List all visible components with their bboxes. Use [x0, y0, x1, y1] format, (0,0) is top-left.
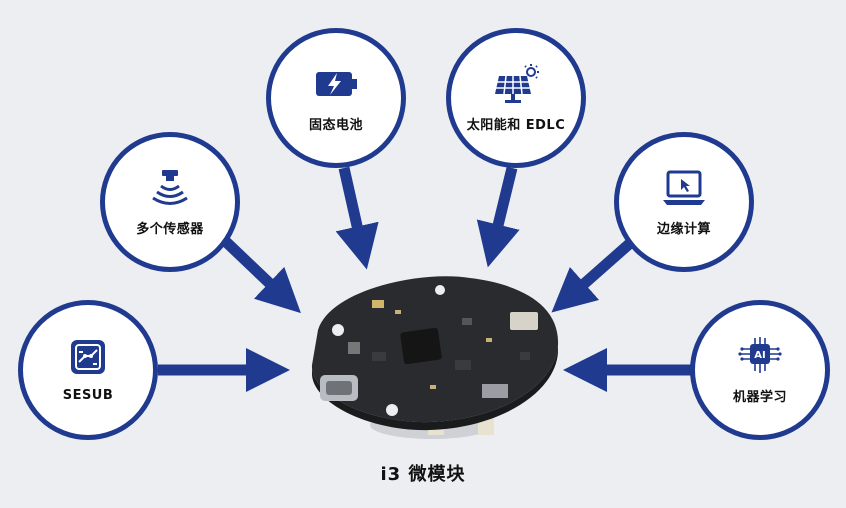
laptop-icon [663, 170, 705, 205]
node-label-solar: 太阳能和 EDLC [466, 117, 566, 133]
svg-text:AI: AI [754, 350, 765, 361]
node-sensors: 多个传感器 [100, 132, 240, 272]
node-label-sensors: 多个传感器 [136, 221, 204, 237]
node-label-battery: 固态电池 [308, 117, 363, 133]
center-caption: i3 微模块 [380, 464, 466, 485]
node-edge: 边缘计算 [614, 132, 754, 272]
arrow-edge [551, 233, 640, 313]
node-solar: 太阳能和 EDLC [446, 28, 586, 168]
arrow-solar [476, 166, 520, 268]
ai-chip-icon: AI [738, 336, 782, 373]
node-label-ml: 机器学习 [732, 389, 787, 405]
sensor-icon [152, 169, 188, 205]
node-sesub: SESUB [18, 300, 158, 440]
node-label-edge: 边缘计算 [656, 221, 711, 237]
node-ml: AI 机器学习 [690, 300, 830, 440]
node-label-sesub: SESUB [62, 387, 114, 403]
battery-icon [316, 71, 357, 96]
circuit-board [311, 276, 559, 439]
node-battery: 固态电池 [266, 28, 406, 168]
arrow-sensors [218, 234, 301, 314]
solar-panel-icon [495, 63, 539, 103]
arrow-battery [335, 166, 379, 270]
chip-package-icon [71, 339, 105, 374]
